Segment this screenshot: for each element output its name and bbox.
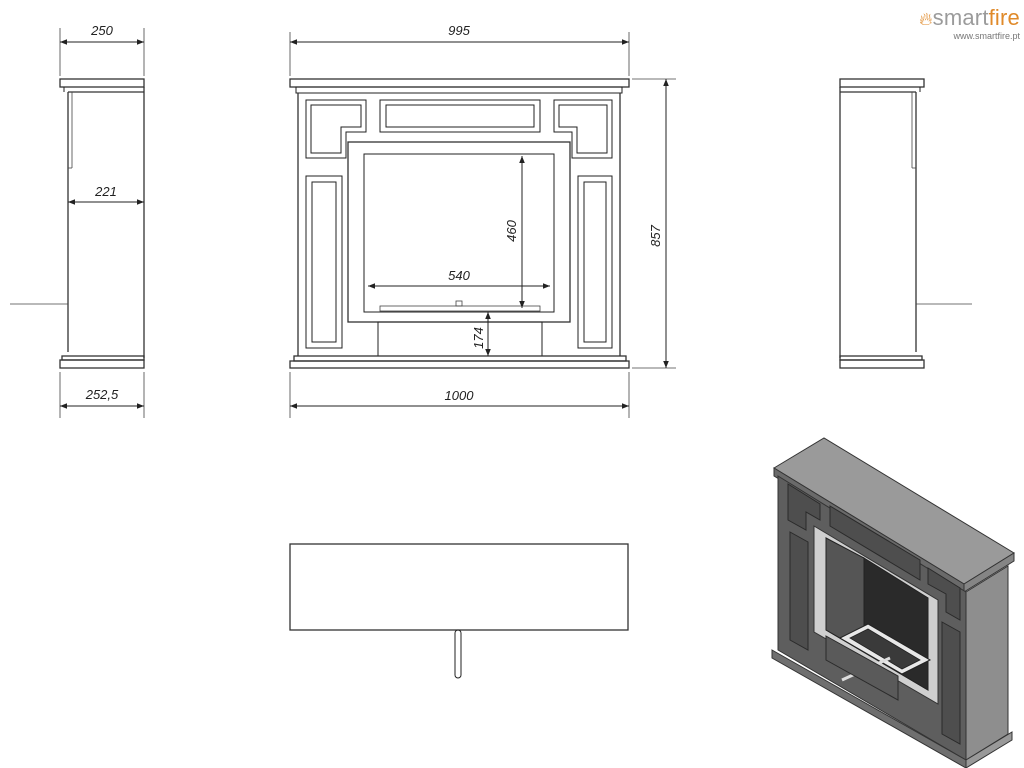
brand-name-part2: fire (988, 5, 1020, 30)
brand-name: 🔥︎smartfire (902, 6, 1020, 31)
dim-front-bottom-width: 1000 (445, 388, 475, 403)
dim-front-top-width: 995 (448, 23, 470, 38)
dim-opening-width: 540 (448, 268, 470, 283)
dim-opening-height: 460 (504, 219, 519, 241)
left-side-view (10, 28, 145, 418)
dim-plinth-height: 174 (471, 327, 486, 349)
front-view (289, 32, 676, 418)
brand-name-part1: smart (932, 5, 989, 30)
dim-side-bottom-depth: 252,5 (85, 387, 119, 402)
right-side-view (839, 78, 972, 369)
flame-icon: 🔥︎ (919, 9, 933, 29)
dim-side-top-depth: 250 (90, 23, 113, 38)
top-view (289, 543, 629, 679)
brand-website: www.smartfire.pt (953, 31, 1020, 41)
dim-total-height: 857 (648, 224, 663, 246)
brand-logo: 🔥︎smartfire www.smartfire.pt (902, 6, 1020, 42)
dim-side-mid-depth: 221 (94, 184, 117, 199)
isometric-view (771, 437, 1015, 768)
